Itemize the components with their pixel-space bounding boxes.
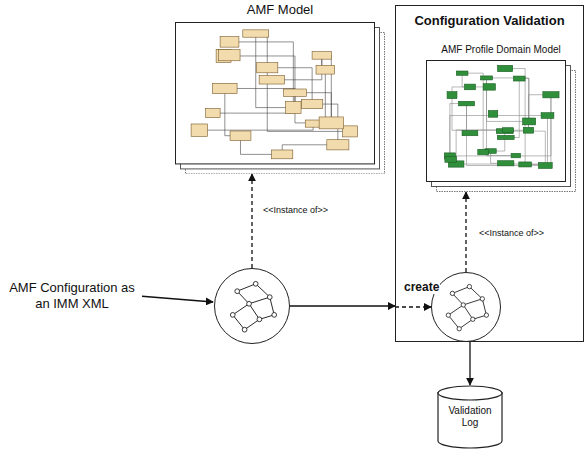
edge-label: create <box>403 280 440 294</box>
input-label: AMF Configuration as an IMM XML <box>8 280 136 313</box>
log-cylinder: Validation Log <box>437 385 503 449</box>
instance-graph <box>214 268 290 344</box>
graph-icon <box>432 273 500 341</box>
model-frame: AMF Model <box>175 2 385 174</box>
heading: AMF Model <box>175 2 385 18</box>
store-label: Validation Log <box>437 385 503 429</box>
solid-arrow <box>290 305 395 306</box>
model-frame: AMF Profile Domain Model <box>426 44 576 192</box>
dashed-arrow <box>395 306 431 307</box>
instance-graph <box>431 272 501 342</box>
edge-label: <<Instance of>> <box>262 205 329 215</box>
heading: AMF Profile Domain Model <box>426 44 576 56</box>
model-illustration <box>426 60 576 192</box>
model-illustration <box>175 22 385 174</box>
heading: Configuration Validation <box>396 6 583 29</box>
dashed-arrow <box>465 192 466 272</box>
solid-arrow <box>469 342 470 385</box>
edge-label: <<Instance of>> <box>478 228 545 238</box>
graph-icon <box>215 269 289 343</box>
dashed-arrow <box>251 174 252 268</box>
input-arrow <box>142 296 213 302</box>
